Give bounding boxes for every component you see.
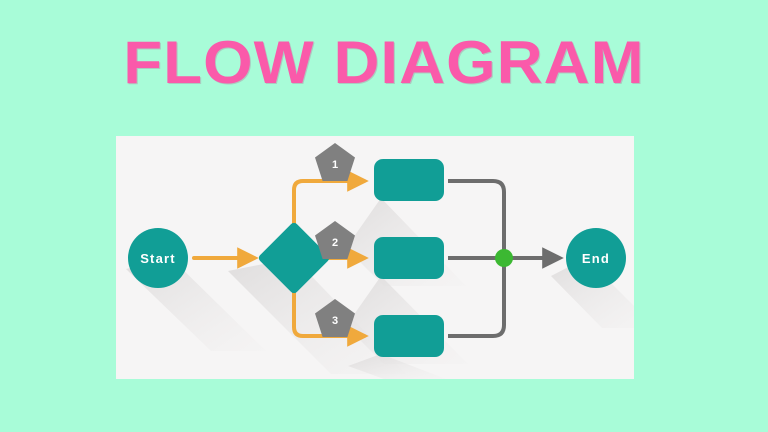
badge-2: 2 [315,221,355,259]
node-end[interactable]: End [566,228,626,288]
connector-decision-to-process-3 [292,286,369,347]
node-decision[interactable] [257,221,331,295]
node-end-label: End [582,251,610,266]
connector-process-1-to-junction [448,179,506,258]
node-start-label: Start [140,251,176,266]
page-title: FLOW DIAGRAM [123,29,645,96]
badge-3-label: 3 [332,315,338,327]
badge-3: 3 [315,299,355,337]
diagram-panel: Start End [116,136,634,379]
badge-2-label: 2 [332,237,338,249]
gray-connectors [448,179,564,338]
node-process-1[interactable] [374,159,444,201]
badge-1-label: 1 [332,159,338,171]
node-process-2[interactable] [374,237,444,279]
connector-decision-to-process-1 [292,170,369,230]
node-start[interactable]: Start [128,228,188,288]
junction-dot[interactable] [495,249,513,267]
connector-process-3-to-junction [448,258,506,338]
badge-1: 1 [315,143,355,181]
flow-diagram-canvas: Start End [126,143,634,379]
node-process-3[interactable] [374,315,444,357]
